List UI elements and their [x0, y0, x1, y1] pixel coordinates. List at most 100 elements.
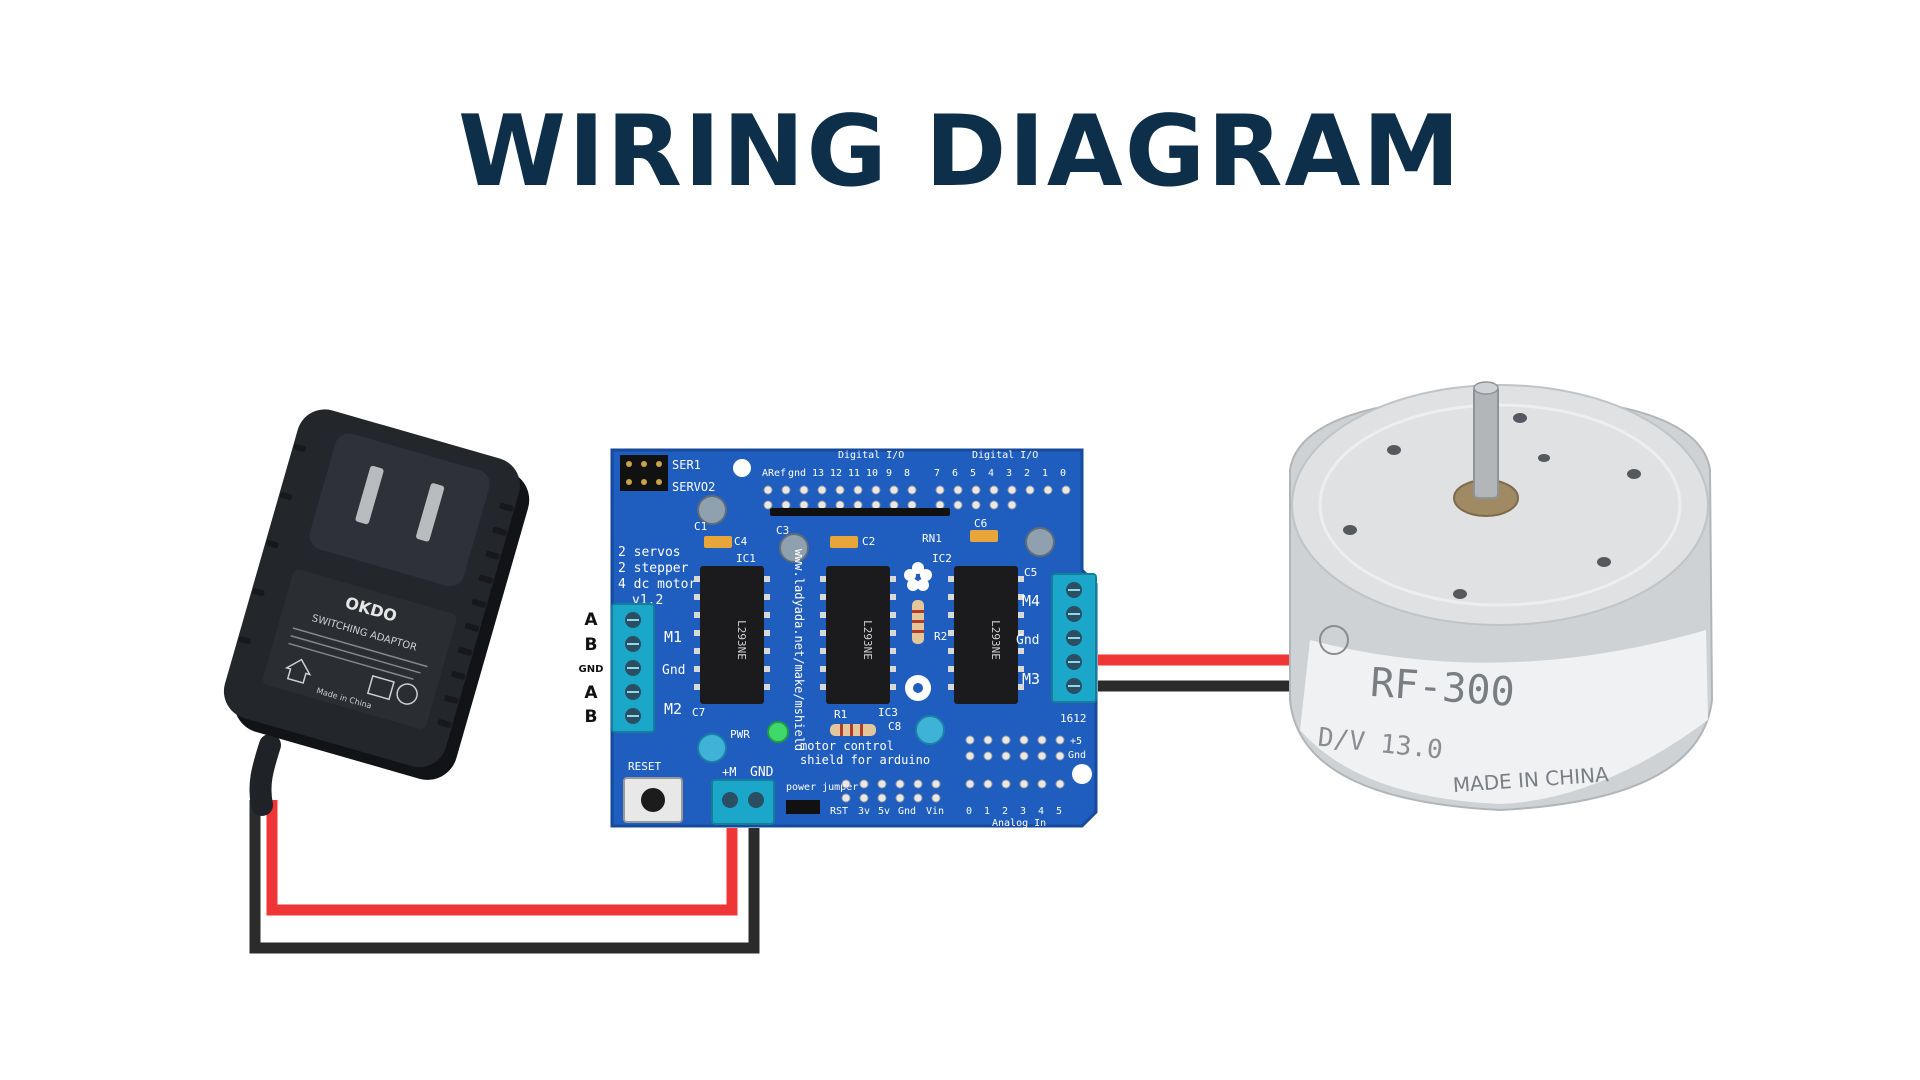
feature-item: 2 stepper — [618, 561, 689, 576]
capacitor-c5 — [1025, 527, 1055, 557]
side-label: A — [584, 683, 598, 703]
feature-item: 4 dc motor — [618, 577, 696, 592]
pin-label: 12 — [830, 468, 842, 479]
prong-right-icon — [416, 483, 445, 542]
analog-pin-label: 1 — [984, 806, 990, 817]
terminal-label-m4: M4 — [1022, 592, 1040, 610]
pin-label: 5 — [970, 468, 976, 479]
page-title: WIRING DIAGRAM — [458, 95, 1462, 209]
pin-label: 11 — [848, 468, 860, 479]
power-terminal-label-plus: +M — [722, 765, 736, 779]
analog-pin-label: 5 — [1056, 806, 1062, 817]
pin-label: 13 — [812, 468, 824, 479]
shield-label: shield for arduino — [800, 753, 930, 767]
home-icon — [284, 658, 312, 684]
bottom-headers: RST 3v 5v Gnd Vin 0 1 2 3 4 5 Analog In … — [830, 735, 1086, 829]
ic-chips: L293NE L293NE L293NE IC1 IC2 IC3 — [694, 552, 1024, 719]
shield-url: www.ladyada.net/make/mshield — [792, 549, 806, 751]
component-label: R2 — [934, 630, 947, 643]
ic3-chip — [826, 566, 890, 704]
reset-label: RESET — [628, 760, 661, 773]
gnd-label: Gnd — [1068, 750, 1086, 761]
ic1-label: IC1 — [736, 552, 756, 565]
motor-mount-hole — [1538, 454, 1550, 462]
side-label: GND — [579, 664, 604, 675]
power-adapter: OKDO SWITCHING ADAPTOR Made in China — [223, 409, 530, 816]
terminal-label-gnd-right: Gnd — [1016, 633, 1039, 648]
motor-shaft — [1473, 385, 1499, 499]
side-label: B — [585, 635, 598, 655]
terminal-label-m2: M2 — [664, 700, 682, 718]
servo-headers: SER1 SERVO2 — [620, 455, 715, 494]
component-label: C2 — [862, 535, 875, 548]
adapter-label-area — [262, 569, 457, 729]
flower-logo-icon — [904, 562, 932, 591]
analog-in-label: Analog In — [992, 818, 1046, 829]
terminal-label-m3: M3 — [1022, 670, 1040, 688]
capacitor-c3 — [779, 533, 809, 563]
gear-logo-icon — [905, 675, 931, 701]
bottom-pin-label: RST — [830, 806, 848, 817]
bottom-pin-label: 5v — [878, 806, 890, 817]
servo2-label: SERVO2 — [672, 480, 715, 494]
ic2-chip-text: L293NE — [989, 620, 1002, 660]
servo1-label: SER1 — [672, 458, 701, 472]
ic1-chip — [700, 566, 764, 704]
digital-header-strip — [770, 508, 950, 516]
pin-label: ARef — [762, 468, 786, 479]
motor-mount-hole — [1597, 557, 1611, 567]
pin-label: gnd — [788, 468, 806, 479]
capacitor-c7 — [697, 733, 727, 763]
analog-pin-label: 4 — [1038, 806, 1044, 817]
side-pin-labels: A B GND A B — [579, 610, 604, 727]
component-label: C4 — [734, 535, 748, 548]
component-label: C7 — [692, 706, 705, 719]
terminal-label-m1: M1 — [664, 628, 682, 646]
ul-mark-icon — [396, 683, 418, 705]
reset-button: RESET — [623, 760, 683, 823]
analog-pin-label: 3 — [1020, 806, 1026, 817]
right-terminal-block: M4 Gnd M3 — [1016, 573, 1097, 703]
pin-label: 1 — [1042, 468, 1048, 479]
pin-label: 9 — [886, 468, 892, 479]
dc-motor: RF-300 D/V 13.0 MADE IN CHINA — [1289, 381, 1714, 812]
capacitors — [697, 495, 1055, 763]
component-label: C6 — [974, 517, 987, 530]
pin-label: 2 — [1024, 468, 1030, 479]
power-terminal-block: +M GND — [711, 765, 775, 825]
ic3-label: IC3 — [878, 706, 898, 719]
motor-model: RF-300 — [1369, 660, 1516, 716]
motor-mount-hole — [1513, 413, 1527, 423]
motor-label — [1300, 630, 1708, 804]
pin-label: 3 — [1006, 468, 1012, 479]
digital-io-label-right: Digital I/O — [972, 450, 1038, 461]
ic3-chip-text: L293NE — [861, 620, 874, 660]
motor-shield: SER1 SERVO2 Digital I/O Digital I/O ARef… — [579, 448, 1098, 829]
adapter-cable — [249, 734, 281, 816]
cert-mark-icon — [366, 674, 395, 701]
feature-item: 2 servos — [618, 545, 681, 560]
feature-list: 2 servos 2 stepper 4 dc motor v1.2 — [618, 545, 696, 608]
component-label: C8 — [888, 720, 901, 733]
power-terminal-label-gnd: GND — [750, 765, 774, 780]
wires — [249, 654, 1292, 954]
analog-pin-label: 0 — [966, 806, 972, 817]
terminal-label-gnd: Gnd — [662, 663, 685, 678]
mount-hole-top — [733, 459, 751, 477]
pwr-led-icon — [767, 721, 789, 743]
component-label: RN1 — [922, 532, 942, 545]
capacitor-c1 — [697, 495, 727, 525]
component-label: C5 — [1024, 566, 1037, 579]
bottom-pin-label: 3v — [858, 806, 870, 817]
motor-mount-hole — [1343, 525, 1357, 535]
ic2-label: IC2 — [932, 552, 952, 565]
motor-mount-hole — [1387, 445, 1401, 455]
adapter-negative-wire — [249, 800, 760, 954]
digital-headers: Digital I/O Digital I/O ARef gnd 13 12 1… — [762, 450, 1071, 516]
capacitor-c8 — [915, 715, 945, 745]
component-label: R1 — [834, 708, 847, 721]
pin-label: 10 — [866, 468, 878, 479]
digital-io-label-left: Digital I/O — [838, 450, 904, 461]
bottom-pin-label: Vin — [926, 806, 944, 817]
